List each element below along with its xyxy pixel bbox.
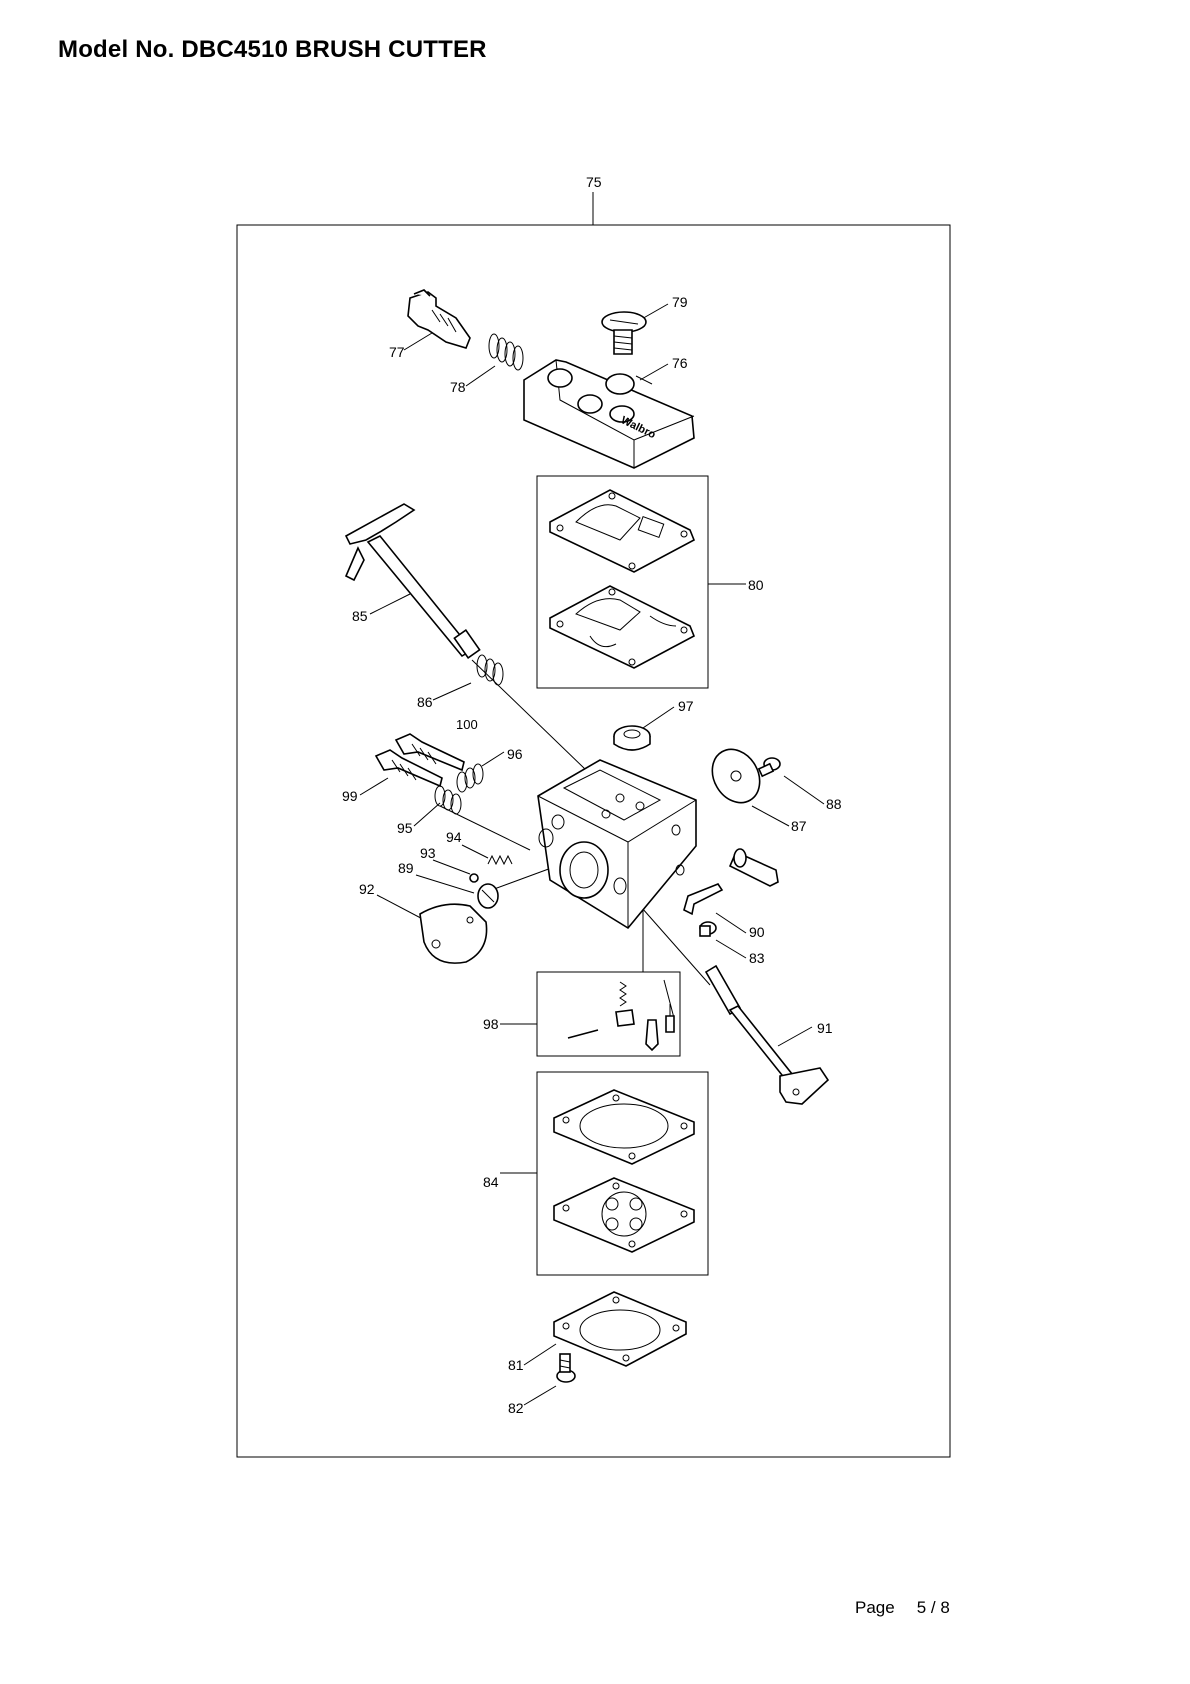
callout-95: 95 xyxy=(397,820,413,836)
page-footer: Page 5 / 8 xyxy=(855,1598,950,1618)
part-80-gasket-set xyxy=(536,475,709,689)
part-81-cover xyxy=(553,1291,687,1367)
callout-100: 100 xyxy=(456,717,478,732)
part-99-needle xyxy=(374,749,443,788)
callout-96: 96 xyxy=(507,746,523,762)
page-title: Model No. DBC4510 BRUSH CUTTER xyxy=(58,36,487,63)
part-98-inlet-needle-kit xyxy=(536,971,681,1057)
callout-92: 92 xyxy=(359,881,375,897)
callout-94: 94 xyxy=(446,829,462,845)
callout-80: 80 xyxy=(748,577,764,593)
callout-98: 98 xyxy=(483,1016,499,1032)
part-87-plate xyxy=(711,748,761,804)
part-85-throttle-shaft xyxy=(344,503,481,659)
page-label: Page xyxy=(855,1598,895,1617)
callout-79: 79 xyxy=(672,294,688,310)
part-91-choke-shaft xyxy=(704,964,830,1105)
callout-97: 97 xyxy=(678,698,694,714)
part-78-spring xyxy=(488,333,524,371)
part-94-spring xyxy=(487,854,513,866)
part-84-diaphragm-set xyxy=(536,1071,709,1276)
part-83-screw xyxy=(699,921,717,937)
callout-87: 87 xyxy=(791,818,807,834)
fuel-fitting xyxy=(728,848,779,887)
part-86-spring xyxy=(476,654,504,686)
callout-77: 77 xyxy=(389,344,405,360)
page-number: 5 / 8 xyxy=(916,1598,950,1617)
part-89-screw xyxy=(477,883,499,909)
callout-89: 89 xyxy=(398,860,414,876)
callout-78: 78 xyxy=(450,379,466,395)
carburetor-body xyxy=(537,759,697,930)
callout-99: 99 xyxy=(342,788,358,804)
part-79-screw xyxy=(601,311,647,355)
part-95-spring xyxy=(434,785,462,815)
part-92-plate xyxy=(419,903,488,964)
part-97-cap xyxy=(613,725,651,751)
part-82-screw xyxy=(556,1353,576,1383)
callout-83: 83 xyxy=(749,950,765,966)
leader-lines xyxy=(359,303,825,1406)
callout-86: 86 xyxy=(417,694,433,710)
part-93-ball xyxy=(469,873,479,883)
callout-90: 90 xyxy=(749,924,765,940)
part-100-needle xyxy=(394,733,465,772)
callout-76: 76 xyxy=(672,355,688,371)
part-88-screw xyxy=(757,757,781,778)
callout-91: 91 xyxy=(817,1020,833,1036)
callout-75: 75 xyxy=(586,174,602,190)
callout-81: 81 xyxy=(508,1357,524,1373)
part-90-lever xyxy=(683,883,724,916)
callout-88: 88 xyxy=(826,796,842,812)
callout-85: 85 xyxy=(352,608,368,624)
callout-93: 93 xyxy=(420,845,436,861)
callout-84: 84 xyxy=(483,1174,499,1190)
part-77-screw xyxy=(407,289,471,349)
part-76-cover: Walbro xyxy=(523,359,695,469)
part-96-spring xyxy=(456,763,484,793)
callout-82: 82 xyxy=(508,1400,524,1416)
